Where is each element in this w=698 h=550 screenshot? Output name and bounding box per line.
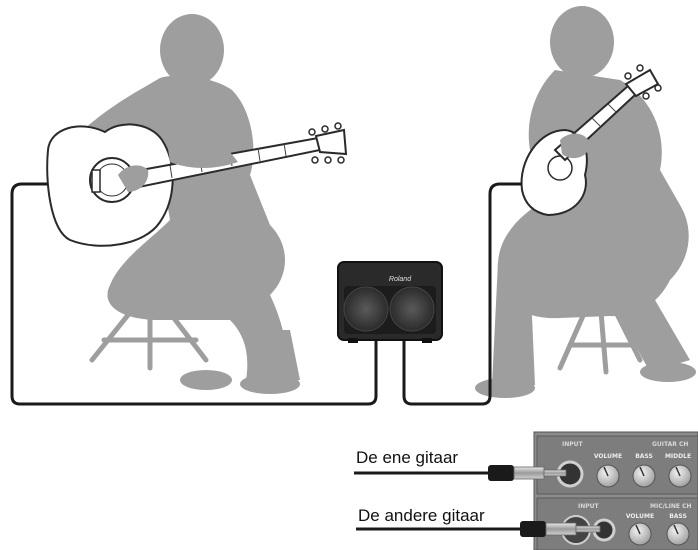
right-person-silhouette [475, 6, 696, 398]
plug-guitar-one [354, 465, 567, 481]
right-person-hand [560, 133, 590, 159]
ch2-title: MIC/LINE CH [650, 503, 692, 510]
ch1-volume-label: VOLUME [594, 453, 622, 460]
plug-guitar-two [356, 521, 601, 537]
ch2-bass-label: BASS [669, 513, 687, 520]
guitar-cables [10, 182, 522, 406]
ch1-bass-label: BASS [635, 453, 653, 460]
label-guitar-one: De ene gitaar [356, 448, 459, 467]
ch2-volume-label: VOLUME [626, 513, 654, 520]
left-person-hand [118, 165, 149, 192]
amp-brand-logo: Roland [389, 276, 412, 283]
label-guitar-two: De andere gitaar [358, 506, 485, 525]
ch2-input-label: INPUT [578, 503, 600, 510]
input-panel-closeup: INPUT GUITAR CH VOLUME BASS MIDDLE INPUT… [533, 431, 698, 550]
amplifier: Roland [337, 261, 443, 343]
left-person-arm [165, 128, 238, 168]
ch1-input-label: INPUT [562, 441, 584, 448]
ch1-title: GUITAR CH [652, 441, 688, 448]
ch1-middle-label: MIDDLE [665, 453, 691, 460]
